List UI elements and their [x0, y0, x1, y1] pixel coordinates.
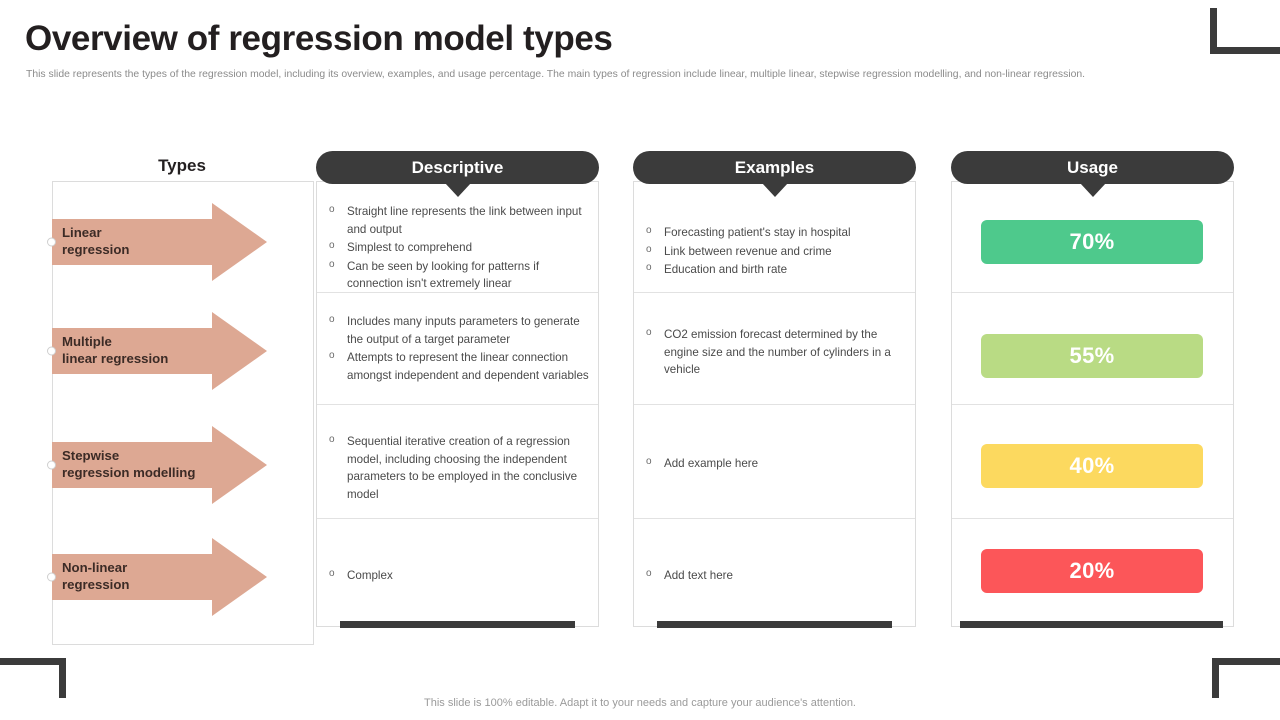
bullet-list: Includes many inputs parameters to gener…: [320, 312, 596, 384]
type-label-line-1: Multiple: [62, 334, 112, 350]
list-item: Attempts to represent the linear connect…: [320, 348, 596, 384]
type-label-line-2: regression: [62, 242, 130, 257]
bullet-list: Complex: [320, 566, 596, 585]
type-node-dot: [47, 346, 56, 356]
type-label-line-1: Non-linear: [62, 560, 128, 576]
bullet-list: Add example here: [637, 454, 913, 473]
page-title: Overview of regression model types: [25, 19, 613, 58]
examples-cell-non-linear-regression: Add text here: [637, 566, 913, 586]
descriptive-cell-stepwise-regression-modelling: Sequential iterative creation of a regre…: [320, 432, 596, 504]
descriptive-cell-multiple-linear-regression: Includes many inputs parameters to gener…: [320, 312, 596, 385]
arrow-right-icon: [52, 203, 267, 281]
comparison-board: Types Linear regression Multiple linear …: [0, 148, 1280, 648]
list-item: Add text here: [637, 566, 913, 585]
list-item: Simplest to comprehend: [320, 238, 596, 257]
corner-bracket-bottom-right: [1212, 658, 1280, 698]
bullet-list: Sequential iterative creation of a regre…: [320, 432, 596, 503]
slide-footer-note: This slide is 100% editable. Adapt it to…: [424, 697, 856, 709]
row-divider: [634, 292, 915, 293]
usage-badge-linear-regression: 70%: [981, 220, 1203, 264]
examples-column-footer-bar: [657, 621, 892, 628]
row-divider: [634, 518, 915, 519]
row-divider: [952, 518, 1233, 519]
row-divider: [317, 404, 598, 405]
arrow-right-icon: [52, 312, 267, 390]
column-header-examples: Examples: [633, 151, 916, 184]
type-label-line-1: Linear: [62, 225, 102, 241]
type-label-stepwise-regression-modelling: Stepwise regression modelling: [62, 448, 242, 482]
examples-cell-linear-regression: Forecasting patient's stay in hospital L…: [637, 223, 913, 280]
list-item: Can be seen by looking for patterns if c…: [320, 257, 596, 293]
type-arrow-non-linear-regression[interactable]: Non-linear regression: [47, 538, 267, 616]
corner-bracket-bottom-left: [0, 658, 66, 698]
column-header-types: Types: [158, 156, 206, 175]
list-item: Straight line represents the link betwee…: [320, 202, 596, 238]
usage-badge-stepwise-regression-modelling: 40%: [981, 444, 1203, 488]
type-node-dot: [47, 572, 56, 582]
type-label-line-1: Stepwise: [62, 448, 120, 464]
type-node-dot: [47, 460, 56, 470]
row-divider: [317, 518, 598, 519]
column-header-usage: Usage: [951, 151, 1234, 184]
list-item: Forecasting patient's stay in hospital: [637, 223, 913, 242]
type-label-line-2: linear regression: [62, 351, 169, 366]
type-arrow-multiple-linear-regression[interactable]: Multiple linear regression: [47, 312, 267, 390]
descriptive-cell-linear-regression: Straight line represents the link betwee…: [320, 202, 596, 294]
arrow-right-icon: [52, 538, 267, 616]
usage-badge-multiple-linear-regression: 55%: [981, 334, 1203, 378]
list-item: CO2 emission forecast determined by the …: [637, 325, 913, 379]
row-divider: [634, 404, 915, 405]
list-item: Education and birth rate: [637, 260, 913, 279]
descriptive-column-footer-bar: [340, 621, 575, 628]
bullet-list: Straight line represents the link betwee…: [320, 202, 596, 293]
type-label-non-linear-regression: Non-linear regression: [62, 560, 222, 594]
arrow-right-icon: [52, 426, 267, 504]
list-item: Sequential iterative creation of a regre…: [320, 432, 596, 503]
type-arrow-stepwise-regression-modelling[interactable]: Stepwise regression modelling: [47, 426, 267, 504]
bullet-list: Add text here: [637, 566, 913, 585]
type-label-linear-regression: Linear regression: [62, 225, 222, 259]
descriptive-cell-non-linear-regression: Complex: [320, 566, 596, 586]
usage-column-footer-bar: [960, 621, 1223, 628]
examples-cell-multiple-linear-regression: CO2 emission forecast determined by the …: [637, 325, 913, 380]
type-label-multiple-linear-regression: Multiple linear regression: [62, 334, 222, 368]
list-item: Includes many inputs parameters to gener…: [320, 312, 596, 348]
list-item: Complex: [320, 566, 596, 585]
type-label-line-2: regression: [62, 577, 130, 592]
examples-cell-stepwise-regression-modelling: Add example here: [637, 454, 913, 474]
corner-bracket-top-right: [1210, 8, 1280, 54]
list-item: Add example here: [637, 454, 913, 473]
row-divider: [952, 404, 1233, 405]
list-item: Link between revenue and crime: [637, 242, 913, 261]
bullet-list: Forecasting patient's stay in hospital L…: [637, 223, 913, 279]
type-label-line-2: regression modelling: [62, 465, 196, 480]
row-divider: [952, 292, 1233, 293]
page-subtitle: This slide represents the types of the r…: [26, 69, 1086, 80]
type-arrow-linear-regression[interactable]: Linear regression: [47, 203, 267, 281]
column-header-descriptive: Descriptive: [316, 151, 599, 184]
type-node-dot: [47, 237, 56, 247]
bullet-list: CO2 emission forecast determined by the …: [637, 325, 913, 379]
usage-badge-non-linear-regression: 20%: [981, 549, 1203, 593]
